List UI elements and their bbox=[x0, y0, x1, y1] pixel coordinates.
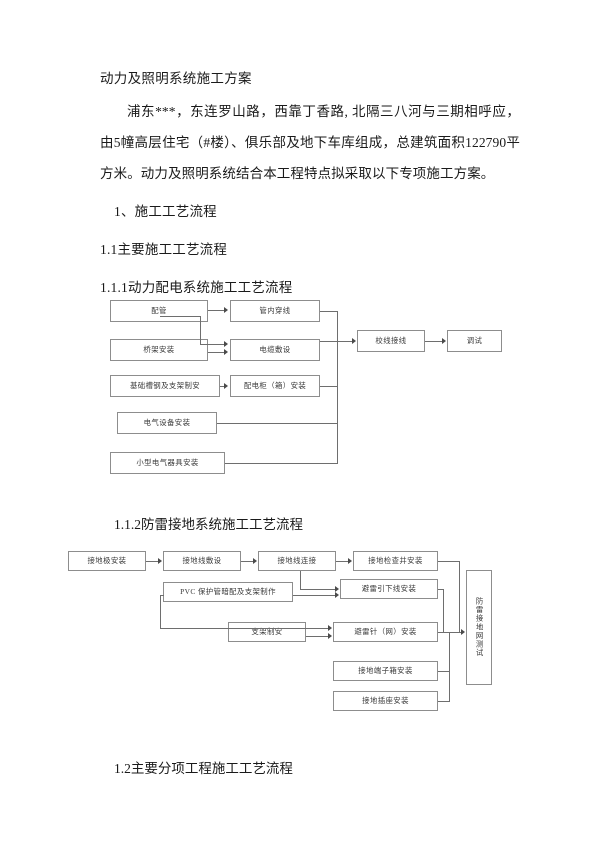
edge-peiguan-branch-h1 bbox=[160, 316, 201, 317]
bus2-stub-m4 bbox=[438, 561, 460, 562]
edge-bus-to-jiaoxian bbox=[320, 341, 352, 342]
edge-caogang-to-peidiangui bbox=[220, 386, 224, 387]
heading-section-1-1-2: 1.1.2防雷接地系统施工工艺流程 bbox=[114, 517, 303, 532]
edge-peiguan-to-chuanxian bbox=[208, 310, 224, 311]
flow-node-jiedi-jianchajing: 接地检查井安装 bbox=[353, 551, 438, 571]
flow-node-peiguan: 配管 bbox=[110, 300, 208, 322]
flow-node-dianlan-fushe: 电缆敷设 bbox=[230, 339, 320, 361]
edge-m2-m3 bbox=[241, 561, 253, 562]
edge-peiguan-branch-v bbox=[200, 316, 201, 344]
edge-m7-m8 bbox=[306, 636, 328, 637]
edge-m3-m4 bbox=[336, 561, 348, 562]
document-text-body: 动力及照明系统施工方案 浦东***，东连罗山路，西靠丁香路, 北隔三八河与三期相… bbox=[100, 0, 520, 303]
edge-qiaojia-to-dianlan bbox=[208, 352, 224, 353]
flow-node-jiedixian-fushe: 接地线敷设 bbox=[163, 551, 241, 571]
heading-section-1-1-1: 1.1.1动力配电系统施工工艺流程 bbox=[100, 280, 293, 295]
edge-peiguan-branch-h2 bbox=[200, 344, 224, 345]
intro-paragraph: 浦东***，东连罗山路，西靠丁香路, 北隔三八河与三期相呼应，由5幢高层住宅（#… bbox=[100, 104, 520, 181]
arrowhead-tiaoshi bbox=[442, 338, 446, 344]
bus-stub-peidiangui bbox=[320, 386, 338, 387]
flow-node-xiaoxing-dianqi: 小型电气器具安装 bbox=[110, 452, 225, 474]
flow-node-jiaoxian-jiexian: 校线接线 bbox=[357, 330, 425, 352]
arrowhead-m8-upper bbox=[328, 625, 332, 631]
bus-stub-shebei bbox=[217, 423, 338, 424]
arrowhead-jiaoxian bbox=[352, 338, 356, 344]
edge-m5-m6 bbox=[293, 595, 335, 596]
flow-node-jiedixian-lianjie: 接地线连接 bbox=[258, 551, 336, 571]
arrowhead-m6-lower bbox=[335, 592, 339, 598]
flow-node-fanglei-jiedi-ceshi: 防雷接地网测试 bbox=[466, 570, 492, 685]
arrowhead-dianlan-upper bbox=[224, 341, 228, 347]
edge-jiaoxian-to-tiaoshi bbox=[425, 341, 442, 342]
bus2-v-main bbox=[459, 561, 460, 632]
flow-node-peidiangui: 配电柜（箱）安装 bbox=[230, 375, 320, 397]
edge-m1-m2 bbox=[146, 561, 158, 562]
flow-node-tiaoshi: 调试 bbox=[447, 330, 502, 352]
page-title: 动力及照明系统施工方案 bbox=[100, 71, 252, 86]
flow-node-jichu-caogang: 基础槽钢及支架制安 bbox=[110, 375, 220, 397]
bus2-stub-m10 bbox=[438, 701, 450, 702]
edge-m5-m8-v-left bbox=[160, 595, 161, 628]
arrowhead-fanglei-ceshi bbox=[461, 629, 465, 635]
bus2-stub-m9 bbox=[438, 671, 450, 672]
edge-m3-m6-v bbox=[300, 571, 301, 589]
edge-m5-m8-stub bbox=[160, 595, 164, 596]
flow-node-jiedi-chazuo: 接地插座安装 bbox=[333, 691, 438, 711]
bus2-stub-m6 bbox=[438, 589, 444, 590]
heading-section-1-2: 1.2主要分项工程施工工艺流程 bbox=[114, 761, 293, 776]
bus-vertical-main bbox=[337, 311, 338, 463]
flow-node-bilei-yinxiaxian: 避雷引下线安装 bbox=[340, 579, 438, 599]
flow-node-qiaojia-anzhuang: 桥架安装 bbox=[110, 339, 208, 361]
arrowhead-m4 bbox=[348, 558, 352, 564]
heading-section-1: 1、施工工艺流程 bbox=[114, 204, 217, 219]
arrowhead-chuanxian bbox=[224, 307, 228, 313]
heading-section-1-1: 1.1主要施工工艺流程 bbox=[100, 242, 228, 257]
flow-node-bileizhen-anzhuang: 避雷针（网）安装 bbox=[333, 622, 438, 642]
arrowhead-m8-lower bbox=[328, 633, 332, 639]
bus2-h-m8 bbox=[438, 632, 461, 633]
edge-m5-m8-h bbox=[160, 628, 328, 629]
bus-stub-chuanxian bbox=[320, 311, 338, 312]
flow-node-dianqi-shebei: 电气设备安装 bbox=[117, 412, 217, 434]
bus2-v-mid bbox=[443, 589, 444, 632]
bus-stub-xiaoxing bbox=[225, 463, 338, 464]
flow-node-pvc-baohuguan: PVC 保护管暗配及支架制作 bbox=[163, 582, 293, 602]
arrowhead-m6-upper bbox=[335, 586, 339, 592]
arrowhead-dianlan-lower bbox=[224, 349, 228, 355]
flow-node-jiedi-ji: 接地极安装 bbox=[68, 551, 146, 571]
flow-node-zhijia-zhian: 支架制安 bbox=[228, 622, 306, 642]
edge-m3-m6-h bbox=[300, 589, 335, 590]
arrowhead-m2 bbox=[158, 558, 162, 564]
arrowhead-m3 bbox=[253, 558, 257, 564]
flow-node-guannei-chuanxian: 管内穿线 bbox=[230, 300, 320, 322]
flow-node-jiedi-duanzixiang: 接地端子箱安装 bbox=[333, 661, 438, 681]
bus2-v-lower bbox=[449, 632, 450, 701]
arrowhead-peidiangui bbox=[224, 383, 228, 389]
